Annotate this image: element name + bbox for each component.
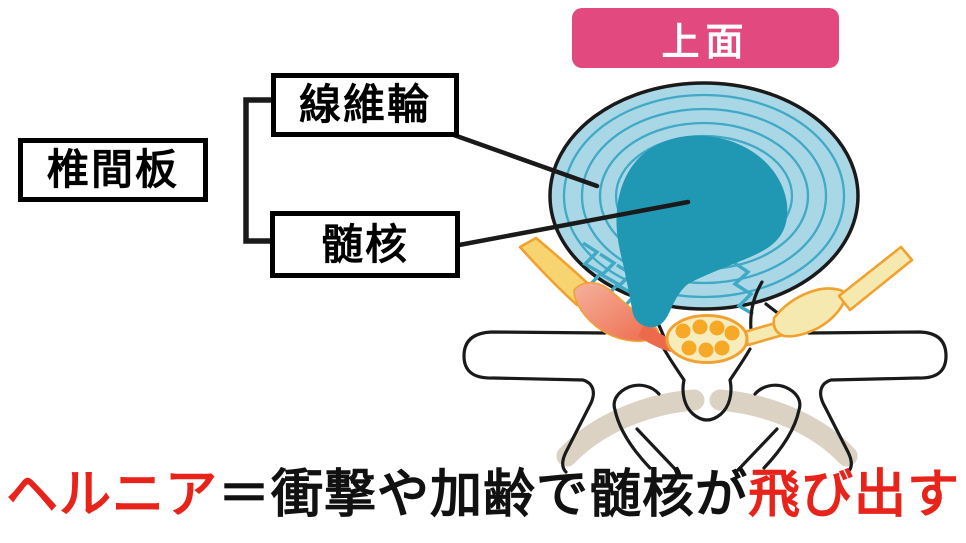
nucleus-label: 髄核 [320,220,409,268]
disc-label: 椎間板 [46,146,179,193]
nucleus-callout-line [456,199,691,248]
annulus-callout-line [448,131,600,189]
spinal-cord-icon [665,314,749,364]
compressed-nerve-root-icon [518,236,676,352]
annulus-label: 線維輪 [298,81,431,128]
nucleus-pulposus-icon [616,135,788,328]
bone-diagonal-right [736,427,779,472]
caption-lead: ヘルニア [5,466,218,524]
view-badge-label: 上面 [661,21,750,64]
canal-wall-right [749,280,764,332]
lamina-shade-left [556,389,705,467]
label-box-annulus: 線維輪 [271,73,459,137]
label-box-nucleus: 髄核 [270,211,460,278]
view-badge: 上面 [572,8,839,68]
caption: ヘルニア＝衝撃や加齢で髄核が飛び出す [0,464,966,536]
label-bracket [243,97,271,244]
bone-diagonal-left [635,427,678,472]
caption-tail: 飛び出す [748,466,961,524]
label-box-disc: 椎間板 [18,138,208,202]
lamina-shade-right [709,389,858,467]
caption-middle: ＝衝撃や加齢で髄核が [217,466,748,524]
